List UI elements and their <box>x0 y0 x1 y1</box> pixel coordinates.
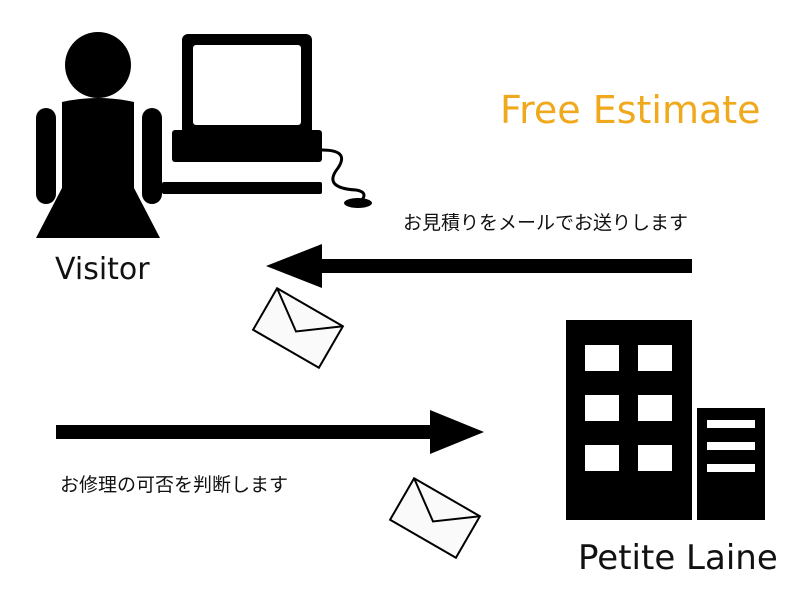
company-label: Petite Laine <box>578 538 778 578</box>
arrow-to-company <box>56 410 484 454</box>
repair-judgement-text: お修理の可否を判断します <box>60 474 289 496</box>
envelope-icon <box>388 476 482 560</box>
person-icon <box>36 32 162 238</box>
computer-icon <box>162 34 372 208</box>
envelope-icon <box>251 286 345 370</box>
building-icon <box>566 320 765 520</box>
arrow-to-visitor <box>266 244 692 288</box>
visitor-label: Visitor <box>55 252 150 287</box>
diagram-title: Free Estimate <box>500 88 761 132</box>
estimate-email-text: お見積りをメールでお送りします <box>403 212 689 234</box>
